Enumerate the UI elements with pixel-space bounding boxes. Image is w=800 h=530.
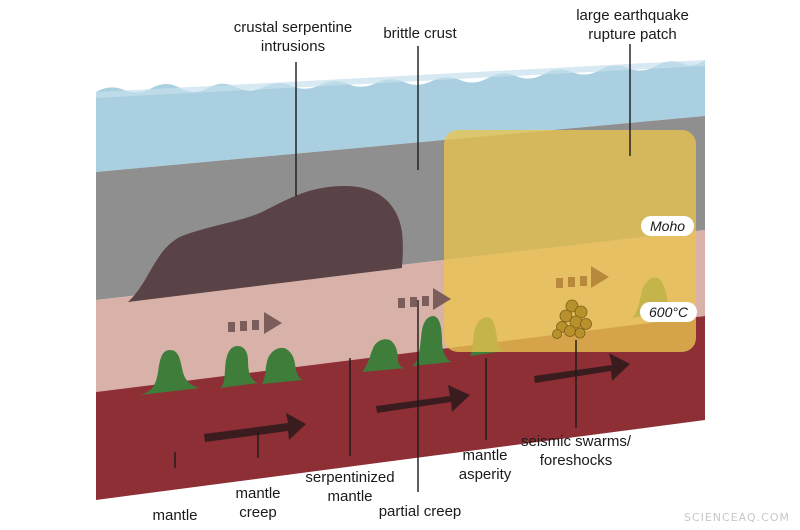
label-brittle-crust: brittle crust [383,25,457,42]
label-large-earthquake-rupture-patch: large earthquake rupture patch [576,7,689,43]
label-mantle-creep: mantle creep [235,485,281,521]
dashed-arrow [398,288,451,310]
creep-arrow [376,385,470,413]
moho-tag: Moho [641,216,695,236]
rupture-patch [444,130,696,352]
label-mantle: mantle [152,507,198,524]
seismic-swarm-cluster [552,299,592,339]
label-serpentinized-mantle: serpentinized mantle [305,469,395,505]
bump [262,347,303,384]
ocean-layer [96,60,705,172]
partial-creep-arrows [228,266,609,334]
bump [220,346,258,388]
bump [412,316,452,366]
label-seismic-swarms-foreshocks: seismic swarms/ foreshocks [520,433,631,469]
bump [140,350,200,395]
mantle-creep-arrows [204,353,630,442]
bump [362,339,406,372]
dashed-arrow [228,312,282,334]
label-mantle-asperity: mantle asperity [458,447,512,483]
temperature-600c-tag: 600°C [640,302,698,322]
label-partial-creep: partial creep [378,503,462,520]
ocean-top-face [96,60,705,98]
leader-lines [174,44,631,492]
dashed-arrow [556,266,609,288]
watermark: SCIENCEAQ.COM [683,511,790,524]
label-crustal-serpentine-intrusions: crustal serpentine intrusions [233,19,353,55]
creep-arrow [204,413,306,442]
crustal-serpentine-intrusion [128,186,403,302]
creep-arrow [534,353,630,383]
